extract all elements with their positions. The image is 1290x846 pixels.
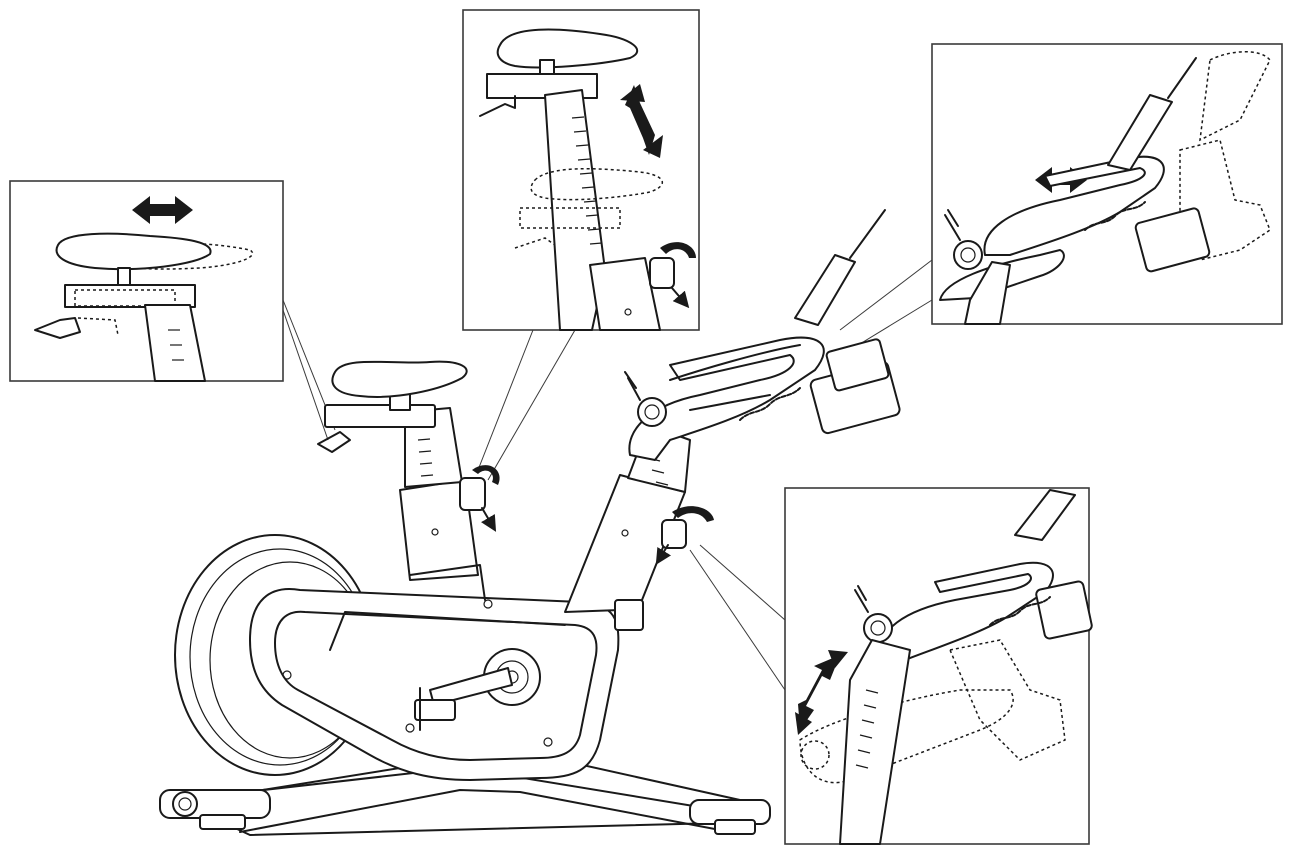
callout2-scale [571,116,603,245]
callout-seat-fore-aft [9,180,284,382]
seat-post-scale [417,438,434,477]
horizontal-double-arrow-icon [132,196,193,224]
spin-bike [159,209,901,836]
callout4-scale [855,689,879,769]
callout-handlebar-height [784,487,1093,845]
callout-handlebar-fore-aft [931,43,1283,325]
diagonal-double-arrow-icon [795,650,848,735]
callout2-knob-icon [649,242,696,309]
seat-post-knob-icon [459,465,500,532]
callout1-scale [168,329,184,361]
leader-lines [282,259,933,691]
handlebar-post-knob-icon [655,506,714,565]
vertical-double-arrow-icon [620,84,663,158]
callout-seat-height [462,9,700,331]
